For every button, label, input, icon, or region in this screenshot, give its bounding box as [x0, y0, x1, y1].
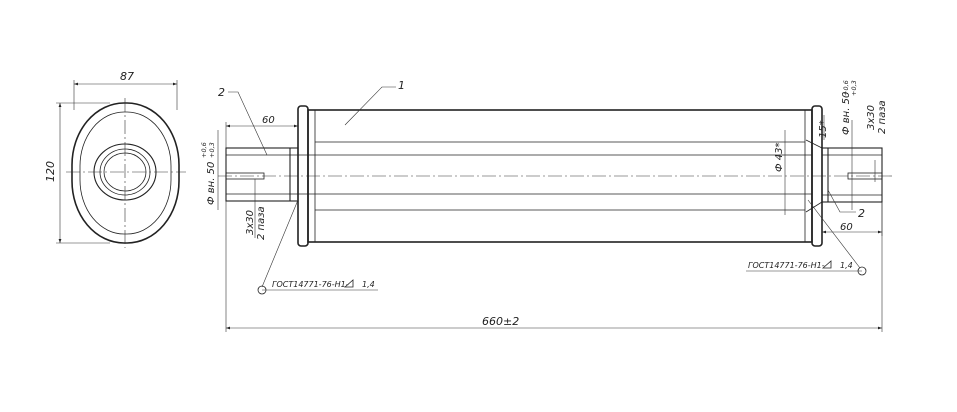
left-inner-dia-label: Ф вн. 50	[206, 162, 217, 205]
height-dimension-label: 120	[44, 161, 57, 182]
leader-part-1	[344, 86, 396, 126]
weld-right-label: ГОСТ14771-76-Н1-	[748, 261, 825, 270]
weld-right-leader	[807, 199, 861, 269]
end-view-inner-oval	[79, 111, 172, 235]
weld-left-symbol	[343, 279, 354, 288]
left-pipe-slot	[225, 172, 265, 180]
left-slot-count-label: 2 паза	[256, 206, 267, 240]
right-pipe-slot	[847, 172, 883, 180]
right-inner-dia-tol-upper: +0,6	[842, 80, 850, 96]
weld-left-leader	[261, 199, 299, 288]
side-view: 1 2 2 60 Ф вн. 50 +0,6 +0,3 3х30 2 паза …	[200, 79, 892, 332]
right-slot-label: 3х30	[866, 105, 877, 130]
width-dimension-label: 87	[120, 70, 134, 83]
leader-part-2-right	[827, 189, 856, 213]
right-inner-dia-label: Ф вн. 50	[841, 92, 852, 135]
weld-right-size-label: 1,4	[840, 261, 853, 270]
end-view-outer-oval	[71, 102, 180, 244]
left-inner-dia-tol-upper: +0,6	[200, 142, 208, 158]
right-slot-count-label: 2 паза	[877, 100, 888, 134]
left-slot-label: 3х30	[245, 210, 256, 235]
left-inner-dia-tol-lower: +0,3	[208, 142, 216, 158]
part-2-left-label: 2	[218, 86, 225, 99]
left-pipe	[225, 147, 299, 202]
right-inner-dia-tol-lower: +0,3	[850, 80, 858, 96]
outer-dia-label: Ф 43*	[774, 142, 785, 172]
weld-right-symbol	[821, 260, 832, 269]
part-1-label: 1	[398, 79, 405, 92]
angle-label: 15*	[818, 120, 829, 138]
left-pipe-length-label: 60	[262, 115, 275, 126]
leader-part-2-left	[228, 91, 268, 156]
end-view: 87 120	[44, 70, 186, 248]
weld-left-size-label: 1,4	[362, 280, 375, 289]
right-pipe-length-label: 60	[840, 222, 853, 233]
weld-left-label: ГОСТ14771-76-Н1-	[272, 280, 349, 289]
part-2-right-label: 2	[858, 207, 865, 220]
overall-length-label: 660±2	[482, 315, 519, 328]
